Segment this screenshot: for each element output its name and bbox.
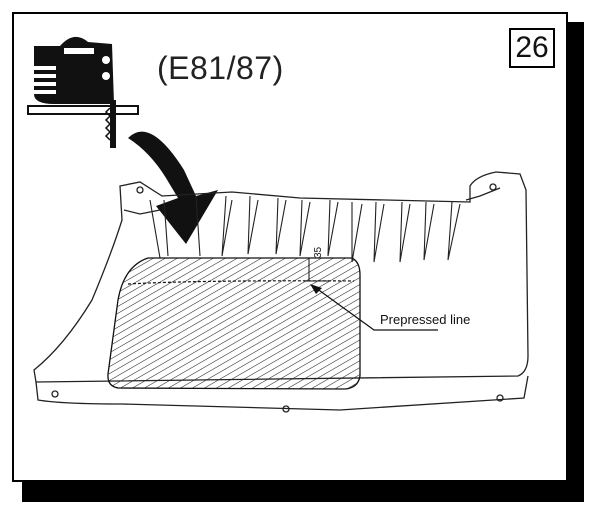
curved-arrow-icon (128, 131, 218, 244)
step-number: 26 (509, 28, 555, 68)
model-code: (E81/87) (157, 50, 284, 86)
prepressed-line-label: Prepressed line (380, 312, 471, 327)
tray-panel (33, 171, 529, 413)
dimension-marker (304, 257, 330, 282)
jigsaw-icon (27, 36, 139, 148)
prepressed-line (127, 280, 355, 285)
dimension-label: 35 (313, 246, 324, 258)
prepressed-leader (310, 284, 438, 331)
cut-area (107, 257, 361, 390)
panel-ribs (149, 195, 461, 263)
